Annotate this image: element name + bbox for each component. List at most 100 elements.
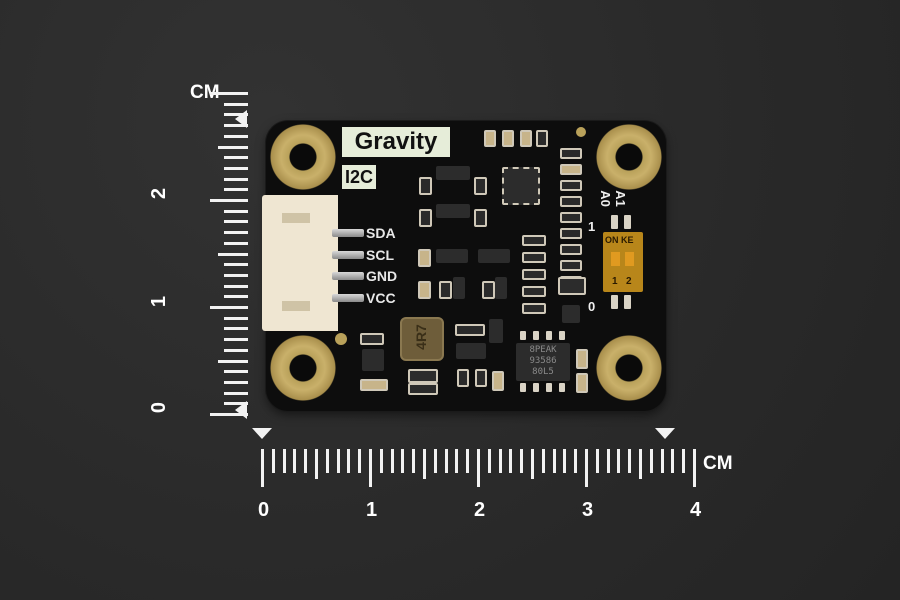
- resistor: [522, 252, 546, 263]
- ic-pin: [546, 383, 552, 392]
- ic-pin: [559, 331, 565, 340]
- ic-pin: [546, 331, 552, 340]
- ruler-tick: [617, 449, 621, 473]
- ruler-tick: [282, 449, 286, 473]
- dip-switch-header: ON KE: [605, 235, 634, 245]
- mosfet-sot23: [478, 249, 510, 263]
- ic-pin: [533, 331, 539, 340]
- diode: [495, 277, 507, 299]
- resistor: [536, 130, 548, 147]
- triangle-down-icon: [252, 428, 272, 439]
- ruler-tick: [224, 348, 248, 352]
- address-label-a1: A1: [612, 190, 628, 207]
- dip-pad: [611, 295, 618, 309]
- resistor: [560, 260, 582, 271]
- ic-pin: [520, 331, 526, 340]
- dip-switch[interactable]: ON KE 1 2: [603, 232, 643, 292]
- pin-label-sda: SDA: [366, 225, 396, 241]
- resistor: [560, 180, 582, 191]
- dip-toggle-1[interactable]: [611, 252, 620, 266]
- capacitor: [418, 249, 431, 267]
- ruler-tick: [390, 449, 394, 473]
- horizontal-ruler-label-3: 3: [582, 499, 594, 521]
- ruler-tick: [401, 449, 405, 473]
- qfn-chip: [502, 167, 540, 205]
- ruler-tick: [271, 449, 275, 473]
- capacitor: [492, 371, 504, 391]
- ruler-tick: [487, 449, 491, 473]
- ruler-tick: [563, 449, 567, 473]
- ruler-tick: [224, 295, 248, 299]
- resistor: [522, 286, 546, 297]
- capacitor: [576, 373, 588, 393]
- resistor: [502, 130, 514, 147]
- capacitor: [455, 324, 485, 336]
- ruler-tick: [218, 359, 248, 363]
- dip-pad: [624, 295, 631, 309]
- ruler-tick: [224, 231, 248, 235]
- ruler-tick: [336, 449, 340, 473]
- ruler-tick: [224, 380, 248, 384]
- main-ic-marking-line-2: 93586: [529, 356, 557, 366]
- ruler-tick: [224, 316, 248, 320]
- horizontal-ruler: CM 0 1 2 3 4: [250, 425, 770, 535]
- vertical-ruler-label-0: 0: [148, 401, 171, 414]
- resistor: [522, 269, 546, 280]
- ruler-tick: [224, 370, 248, 374]
- ruler-tick: [224, 134, 248, 138]
- resistor: [484, 130, 496, 147]
- ruler-tick: [224, 241, 248, 245]
- ruler-tick: [224, 166, 248, 170]
- inductor-marking: 4R7: [412, 324, 429, 350]
- resistor: [522, 303, 546, 314]
- resistor: [560, 164, 582, 175]
- ruler-tick: [224, 391, 248, 395]
- regulator-sot23-6: [456, 343, 486, 359]
- ruler-tick: [210, 92, 248, 95]
- ruler-tick: [477, 449, 480, 487]
- transistor: [558, 277, 586, 295]
- capacitor: [419, 209, 432, 227]
- ruler-tick: [325, 449, 329, 473]
- dip-toggle-2[interactable]: [625, 252, 634, 266]
- gravity-connector: [262, 195, 338, 331]
- ruler-tick: [649, 449, 653, 473]
- resistor: [560, 196, 582, 207]
- capacitor: [419, 177, 432, 195]
- gravity-logo: Gravity: [342, 127, 450, 157]
- main-ic-soic8: 8PEAK 93586 80L5: [516, 343, 570, 381]
- pin-sda: [332, 229, 364, 237]
- ic-pin: [533, 383, 539, 392]
- ic-pin: [559, 383, 565, 392]
- state-label-1: 1: [588, 219, 596, 234]
- vertical-ruler-label-1: 1: [148, 295, 171, 308]
- capacitor: [457, 369, 469, 387]
- ruler-tick: [224, 263, 248, 267]
- mounting-hole-top-right: [596, 124, 662, 190]
- ruler-tick: [224, 284, 248, 288]
- vertical-ruler-label-2: 2: [148, 187, 171, 200]
- capacitor: [576, 349, 588, 369]
- ruler-tick: [315, 449, 318, 479]
- transistor: [562, 305, 580, 323]
- diode: [453, 277, 465, 299]
- capacitor: [474, 209, 487, 227]
- ruler-tick: [224, 273, 248, 277]
- ruler-tick: [224, 209, 248, 213]
- ruler-tick: [210, 413, 248, 416]
- main-ic-marking-line-3: 80L5: [532, 367, 554, 377]
- triangle-left-icon: [235, 110, 247, 128]
- horizontal-ruler-label-4: 4: [690, 499, 702, 521]
- resistor: [560, 148, 582, 159]
- ruler-tick: [455, 449, 459, 473]
- vertical-ruler-unit: CM: [190, 82, 220, 103]
- ruler-tick: [595, 449, 599, 473]
- ruler-tick: [531, 449, 534, 479]
- mounting-hole-top-left: [270, 124, 336, 190]
- triangle-down-icon: [655, 428, 675, 439]
- pin-scl: [332, 251, 364, 259]
- ruler-tick: [509, 449, 513, 473]
- resistor: [520, 130, 532, 147]
- resistor: [482, 281, 495, 299]
- capacitor: [360, 379, 388, 391]
